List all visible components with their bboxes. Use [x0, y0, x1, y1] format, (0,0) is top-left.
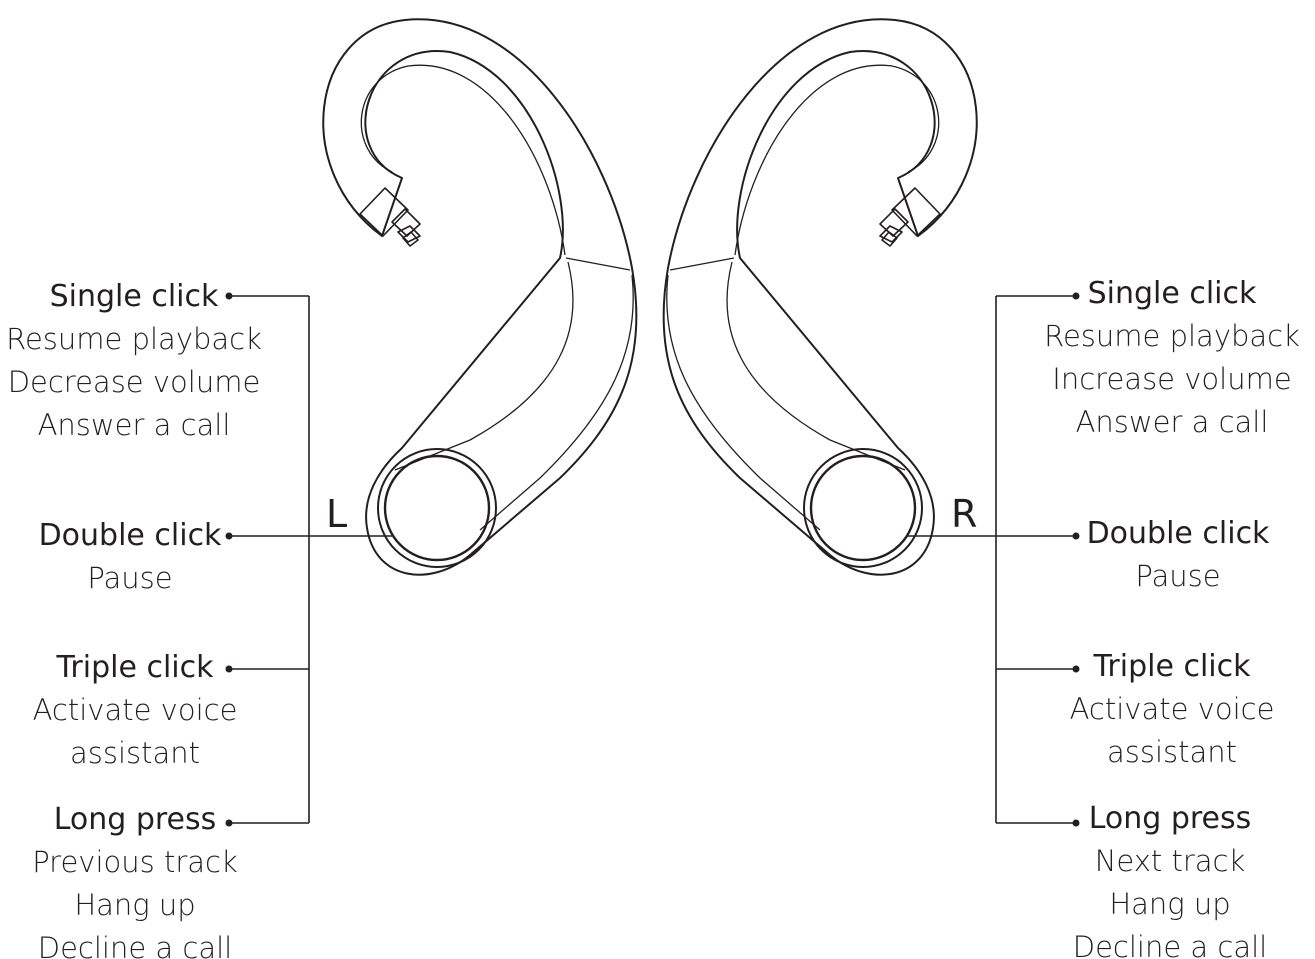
left-triple-click-dot: [225, 665, 233, 673]
left-long-press-action-3: Decline a call: [37, 931, 233, 959]
left-long-press-title: Long press: [53, 802, 217, 837]
left-connector: [359, 187, 421, 247]
left-long-press-group: Long press Previous track Hang up Declin…: [0, 799, 285, 959]
right-triple-click-group: Triple click Activate voice assistant: [1022, 646, 1315, 774]
right-triple-click-action-1: Activate voice: [1069, 692, 1275, 726]
left-single-click-title: Single click: [49, 279, 219, 314]
left-leader-dots: [225, 292, 233, 827]
left-long-press-action-1: Previous track: [32, 845, 238, 879]
left-double-click-dot: [225, 532, 233, 540]
right-body-contour: [666, 257, 906, 531]
right-long-press-group: Long press Next track Hang up Decline a …: [1020, 798, 1315, 959]
left-single-click-action-1: Resume playback: [6, 322, 262, 356]
left-long-press-dot: [225, 819, 233, 827]
left-double-click-action-1: Pause: [87, 561, 173, 595]
right-earhook-inner-contour: [734, 64, 940, 256]
left-triple-click-title: Triple click: [56, 650, 214, 685]
left-button-outer-ring: [377, 448, 497, 568]
right-single-click-dot: [1072, 292, 1080, 300]
left-earhook-outline: [322, 18, 638, 576]
left-triple-click-action-2: assistant: [69, 736, 201, 770]
left-double-click-group: Double click Pause: [0, 515, 280, 600]
left-touch-button: [383, 454, 491, 562]
left-leader-lines: [229, 295, 392, 824]
left-single-click-action-2: Decrease volume: [7, 365, 261, 399]
right-triple-click-title: Triple click: [1093, 649, 1251, 684]
right-triple-click-action-2: assistant: [1106, 735, 1238, 769]
left-earhook-inner-contour: [360, 64, 566, 256]
right-double-click-action-1: Pause: [1135, 559, 1221, 593]
right-single-click-action-2: Increase volume: [1052, 362, 1292, 396]
right-side-label: R: [951, 492, 978, 536]
right-single-click-title: Single click: [1087, 276, 1257, 311]
left-body-contour: [394, 257, 634, 531]
right-long-press-action-2: Hang up: [1109, 887, 1231, 921]
right-earpiece: [662, 18, 978, 576]
left-single-click-group: Single click Resume playback Decrease vo…: [0, 276, 284, 447]
left-double-click-title: Double click: [38, 518, 222, 553]
right-double-click-title: Double click: [1086, 516, 1270, 551]
left-triple-click-group: Triple click Activate voice assistant: [0, 647, 285, 775]
right-earhook-outline: [662, 18, 978, 576]
left-triple-click-action-1: Activate voice: [32, 693, 238, 727]
right-double-click-group: Double click Pause: [1028, 513, 1315, 598]
right-touch-button: [809, 454, 917, 562]
right-long-press-action-1: Next track: [1094, 844, 1246, 878]
right-long-press-action-3: Decline a call: [1072, 930, 1268, 959]
right-long-press-dot: [1072, 819, 1080, 827]
left-single-click-dot: [225, 292, 233, 300]
right-connector: [879, 187, 941, 247]
left-side-label: L: [326, 492, 348, 536]
left-single-click-action-3: Answer a call: [37, 408, 231, 442]
right-leader-lines: [906, 295, 1076, 824]
right-single-click-action-1: Resume playback: [1044, 319, 1300, 353]
left-earpiece: [322, 18, 638, 576]
right-double-click-dot: [1072, 532, 1080, 540]
left-long-press-action-2: Hang up: [74, 888, 196, 922]
right-long-press-title: Long press: [1088, 801, 1252, 836]
right-single-click-group: Single click Resume playback Increase vo…: [1022, 273, 1315, 444]
right-button-outer-ring: [803, 448, 923, 568]
right-triple-click-dot: [1072, 665, 1080, 673]
right-leader-dots: [1072, 292, 1080, 827]
right-single-click-action-3: Answer a call: [1075, 405, 1269, 439]
